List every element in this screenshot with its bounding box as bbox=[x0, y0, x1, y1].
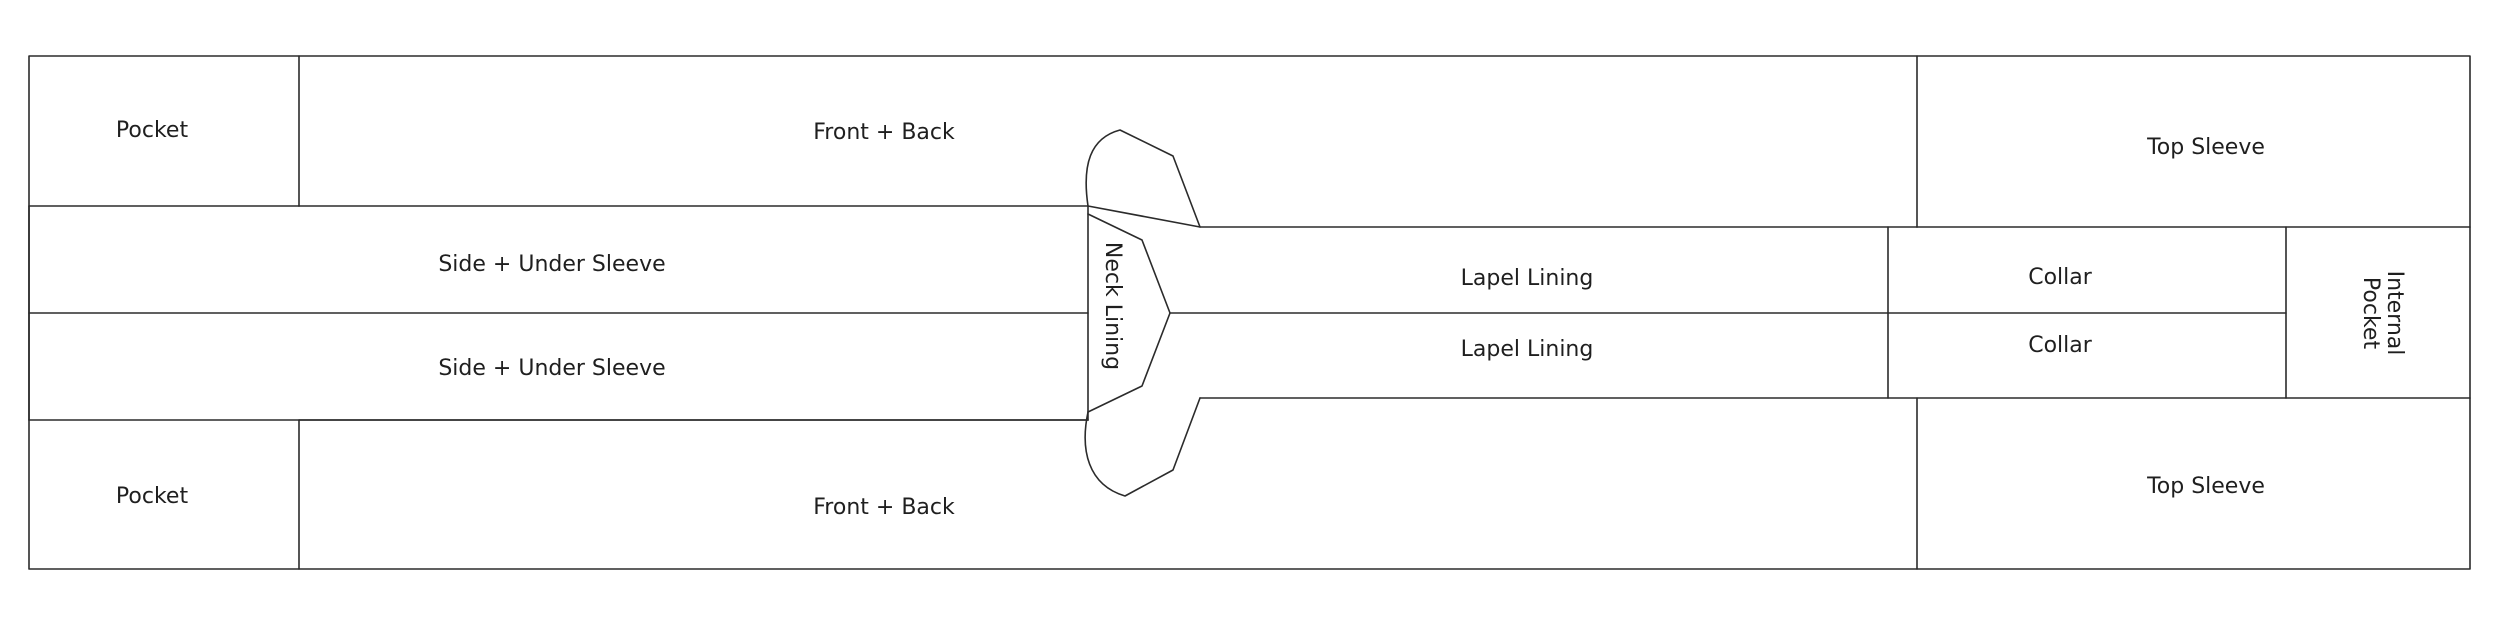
front-back-top-label: Front + Back bbox=[813, 120, 955, 145]
front-back-bottom-label: Front + Back bbox=[813, 495, 955, 520]
piece-side-under-sleeve-1: Side + Under Sleeve bbox=[28, 205, 1089, 421]
top-sleeve-bottom-label: Top Sleeve bbox=[2146, 474, 2265, 499]
piece-internal-pocket: Internal Pocket bbox=[2285, 226, 2407, 399]
pocket-bottom-label: Pocket bbox=[116, 484, 189, 509]
collar-1-label: Collar bbox=[2028, 265, 2093, 290]
piece-collar-1: Collar bbox=[1887, 226, 2287, 399]
internal-pocket-label-line2: Pocket bbox=[2358, 277, 2383, 350]
piece-lapel-lining-2: Lapel Lining bbox=[1199, 337, 2471, 399]
internal-pocket-label-line1: Internal bbox=[2382, 271, 2407, 356]
lapel-lining-1-label: Lapel Lining bbox=[1461, 266, 1594, 291]
side-under-sleeve-2-label: Side + Under Sleeve bbox=[438, 356, 665, 381]
piece-side-under-sleeve-2: Side + Under Sleeve bbox=[28, 356, 1089, 421]
neck-lining-label: Neck Lining bbox=[1100, 242, 1125, 370]
piece-pocket-top: Pocket bbox=[28, 55, 300, 207]
piece-front-back-bottom: Front + Back bbox=[298, 419, 1089, 520]
piece-top-sleeve-bottom: Top Sleeve bbox=[1916, 397, 2265, 570]
lapel-lining-2-label: Lapel Lining bbox=[1461, 337, 1594, 362]
top-sleeve-top-label: Top Sleeve bbox=[2146, 135, 2265, 160]
collar-2-label: Collar bbox=[2028, 333, 2093, 358]
side-under-sleeve-1-label: Side + Under Sleeve bbox=[438, 252, 665, 277]
piece-collar-2: Collar bbox=[2028, 333, 2093, 358]
pocket-top-label: Pocket bbox=[116, 118, 189, 143]
piece-pocket-bottom: Pocket bbox=[116, 419, 300, 570]
piece-front-back-top: Front + Back bbox=[298, 120, 1918, 228]
piece-lapel-lining-1: Lapel Lining bbox=[1169, 266, 1889, 314]
piece-top-sleeve-top: Top Sleeve bbox=[1916, 55, 2471, 228]
